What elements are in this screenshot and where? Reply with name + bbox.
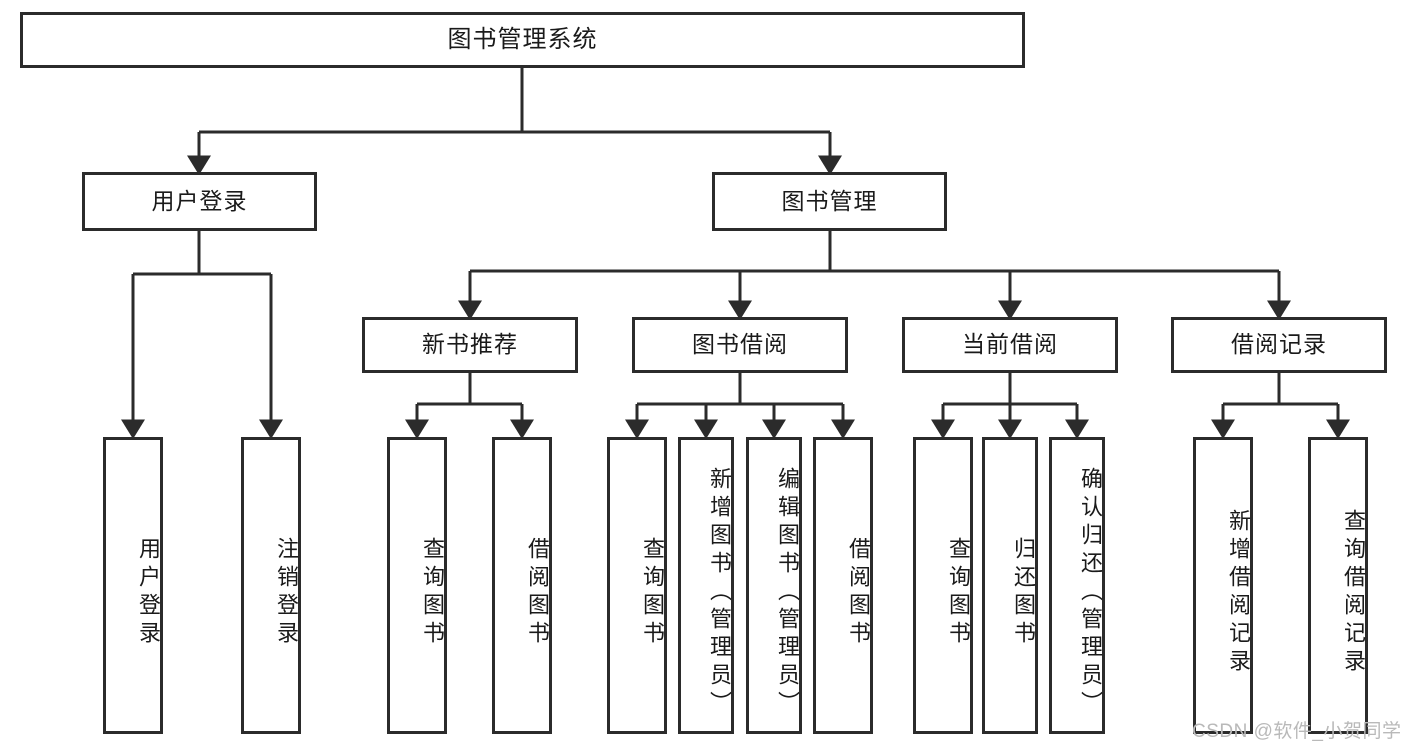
node-leaf-query-record-label: 查询借阅记录	[1341, 508, 1366, 677]
node-borrow-record[interactable]: 借阅记录	[1171, 317, 1387, 373]
node-leaf-query-book-3[interactable]: 查询图书	[913, 437, 973, 734]
node-leaf-add-book[interactable]: 新增图书（管理员）	[678, 437, 734, 734]
node-leaf-query-book-1-label: 查询图书	[420, 536, 445, 649]
node-leaf-edit-book[interactable]: 编辑图书（管理员）	[746, 437, 802, 734]
node-leaf-borrow-book-1-label: 借阅图书	[525, 536, 550, 649]
node-borrow-record-label: 借阅记录	[1231, 331, 1327, 358]
node-leaf-query-book-1[interactable]: 查询图书	[387, 437, 447, 734]
node-leaf-query-record[interactable]: 查询借阅记录	[1308, 437, 1368, 734]
node-leaf-add-record-label: 新增借阅记录	[1226, 508, 1251, 677]
node-book-manage-label: 图书管理	[781, 187, 878, 214]
node-leaf-logout-label: 注销登录	[274, 536, 299, 649]
node-new-book-recommend[interactable]: 新书推荐	[362, 317, 578, 373]
node-leaf-add-book-label: 新增图书（管理员）	[707, 466, 732, 719]
node-leaf-query-book-2-label: 查询图书	[640, 536, 665, 649]
node-leaf-return-book-label: 归还图书	[1011, 536, 1036, 649]
node-leaf-query-book-2[interactable]: 查询图书	[607, 437, 667, 734]
node-leaf-borrow-book-1[interactable]: 借阅图书	[492, 437, 552, 734]
node-current-borrow[interactable]: 当前借阅	[902, 317, 1118, 373]
node-leaf-user-login-label: 用户登录	[136, 536, 161, 649]
node-leaf-logout[interactable]: 注销登录	[241, 437, 301, 734]
node-leaf-add-record[interactable]: 新增借阅记录	[1193, 437, 1253, 734]
node-user-login[interactable]: 用户登录	[82, 172, 317, 231]
node-leaf-edit-book-label: 编辑图书（管理员）	[775, 466, 800, 719]
node-leaf-confirm-return[interactable]: 确认归还（管理员）	[1049, 437, 1105, 734]
node-leaf-borrow-book-2-label: 借阅图书	[846, 536, 871, 649]
node-root[interactable]: 图书管理系统	[20, 12, 1025, 68]
node-new-book-recommend-label: 新书推荐	[422, 331, 518, 358]
node-book-manage[interactable]: 图书管理	[712, 172, 947, 231]
node-user-login-label: 用户登录	[151, 187, 248, 214]
node-current-borrow-label: 当前借阅	[962, 331, 1058, 358]
watermark-text: CSDN @软件_小贺同学	[1192, 721, 1402, 742]
node-leaf-confirm-return-label: 确认归还（管理员）	[1078, 466, 1103, 719]
node-leaf-query-book-3-label: 查询图书	[946, 536, 971, 649]
node-book-borrow-label: 图书借阅	[692, 331, 788, 358]
node-leaf-borrow-book-2[interactable]: 借阅图书	[813, 437, 873, 734]
node-root-label: 图书管理系统	[447, 25, 598, 53]
node-leaf-return-book[interactable]: 归还图书	[982, 437, 1038, 734]
node-leaf-user-login[interactable]: 用户登录	[103, 437, 163, 734]
node-book-borrow[interactable]: 图书借阅	[632, 317, 848, 373]
